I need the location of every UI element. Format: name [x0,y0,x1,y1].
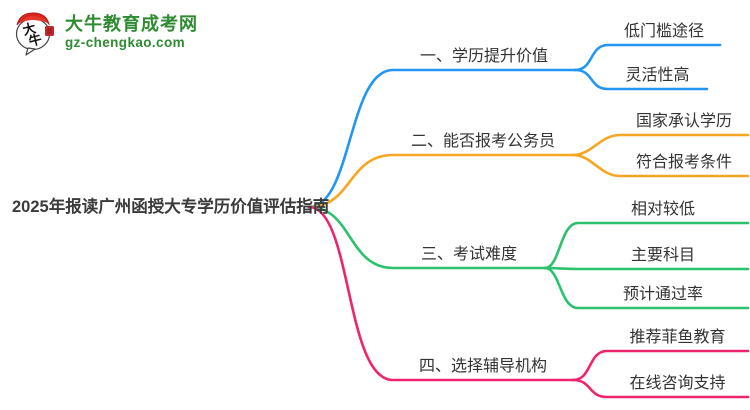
branch-2-child-2[interactable]: 符合报考条件 [635,154,732,171]
site-name: 大牛教育成考网 [65,13,198,34]
branch-node-1[interactable]: 一、学历提升价值 [419,48,548,65]
branch-1-links [307,43,722,209]
branch-3-child-3[interactable]: 预计通过率 [622,286,703,303]
branch-node-2[interactable]: 二、能否报考公务员 [410,133,555,150]
daniu-bull-logo-icon: 大 牛 [15,12,54,56]
branch-3-child-1[interactable]: 相对较低 [630,201,695,218]
branch-2-links [307,133,750,209]
branch-3-links [307,205,750,310]
logo-glyph-part: 大 [21,20,37,38]
site-logo[interactable]: 大 牛 大牛教育成考网 gz-chengkao.com [12,8,198,58]
branch-4-child-1[interactable]: 推荐菲鱼教育 [629,329,726,346]
site-url: gz-chengkao.com [65,35,186,51]
branch-2-child-1[interactable]: 国家承认学历 [635,113,732,130]
branch-1-child-1[interactable]: 低门槛途径 [623,23,704,40]
branch-3-child-2[interactable]: 主要科目 [630,247,695,264]
root-node[interactable]: 2025年报读广州函授大专学历价值评估指南 [12,198,330,216]
branch-1-child-2[interactable]: 灵活性高 [625,67,690,84]
logo-glyph-part: 牛 [27,31,43,49]
branch-4-child-2[interactable]: 在线咨询支持 [629,375,726,392]
branch-node-4[interactable]: 四、选择辅导机构 [418,358,547,375]
branch-4-links [307,205,750,399]
branch-node-3[interactable]: 三、考试难度 [420,246,517,263]
